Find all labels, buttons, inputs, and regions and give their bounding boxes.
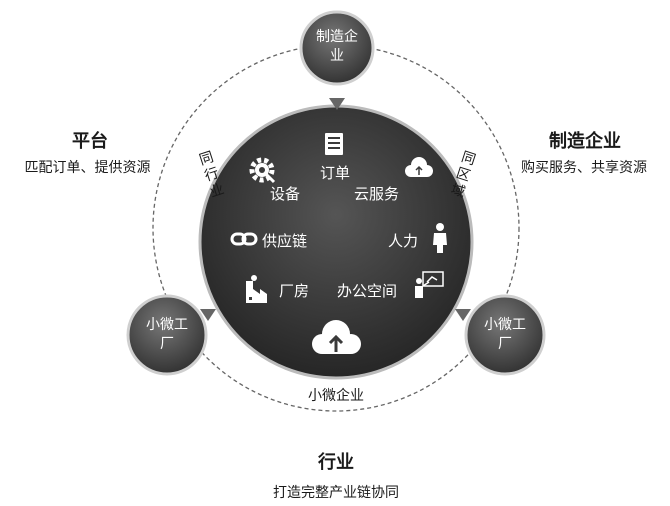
bottom-subtitle: 打造完整产业链协同 bbox=[273, 485, 399, 501]
node-left-circle bbox=[126, 294, 208, 376]
right-subtitle: 购买服务、共享资源 bbox=[521, 160, 647, 176]
person-icon bbox=[433, 223, 447, 253]
resource-label-supply-chain: 供应链 bbox=[262, 232, 308, 250]
resource-label-manpower: 人力 bbox=[388, 232, 419, 250]
node-top-circle bbox=[299, 10, 375, 86]
resource-label-equipment: 设备 bbox=[270, 185, 301, 203]
document-icon bbox=[325, 133, 343, 155]
factory-icon bbox=[246, 275, 267, 303]
resource-label-factory: 厂房 bbox=[279, 282, 310, 300]
resource-label-cloud: 云服务 bbox=[354, 185, 400, 203]
resource-label-office: 办公空间 bbox=[337, 282, 398, 300]
cloud-upload-icon bbox=[312, 320, 361, 354]
cloud-icon bbox=[405, 157, 433, 177]
node-top-label: 制造企业 bbox=[316, 29, 358, 64]
right-title: 制造企业 bbox=[549, 131, 621, 152]
node-right-label: 小微工厂 bbox=[484, 317, 526, 352]
arrow-right bbox=[455, 309, 471, 321]
chain-link-icon bbox=[230, 232, 258, 246]
left-subtitle: 匹配订单、提供资源 bbox=[24, 160, 151, 176]
arrow-top bbox=[329, 98, 345, 110]
left-title: 平台 bbox=[72, 131, 108, 152]
resource-label-order: 订单 bbox=[320, 164, 351, 182]
arc-label-bottom: 小微企业 bbox=[308, 388, 364, 404]
node-left-label: 小微工厂 bbox=[146, 317, 188, 352]
bottom-title: 行业 bbox=[318, 452, 354, 473]
node-right-circle bbox=[464, 294, 546, 376]
arrow-left bbox=[200, 309, 216, 321]
gear-icon bbox=[249, 157, 276, 184]
presenter-icon bbox=[415, 271, 444, 298]
